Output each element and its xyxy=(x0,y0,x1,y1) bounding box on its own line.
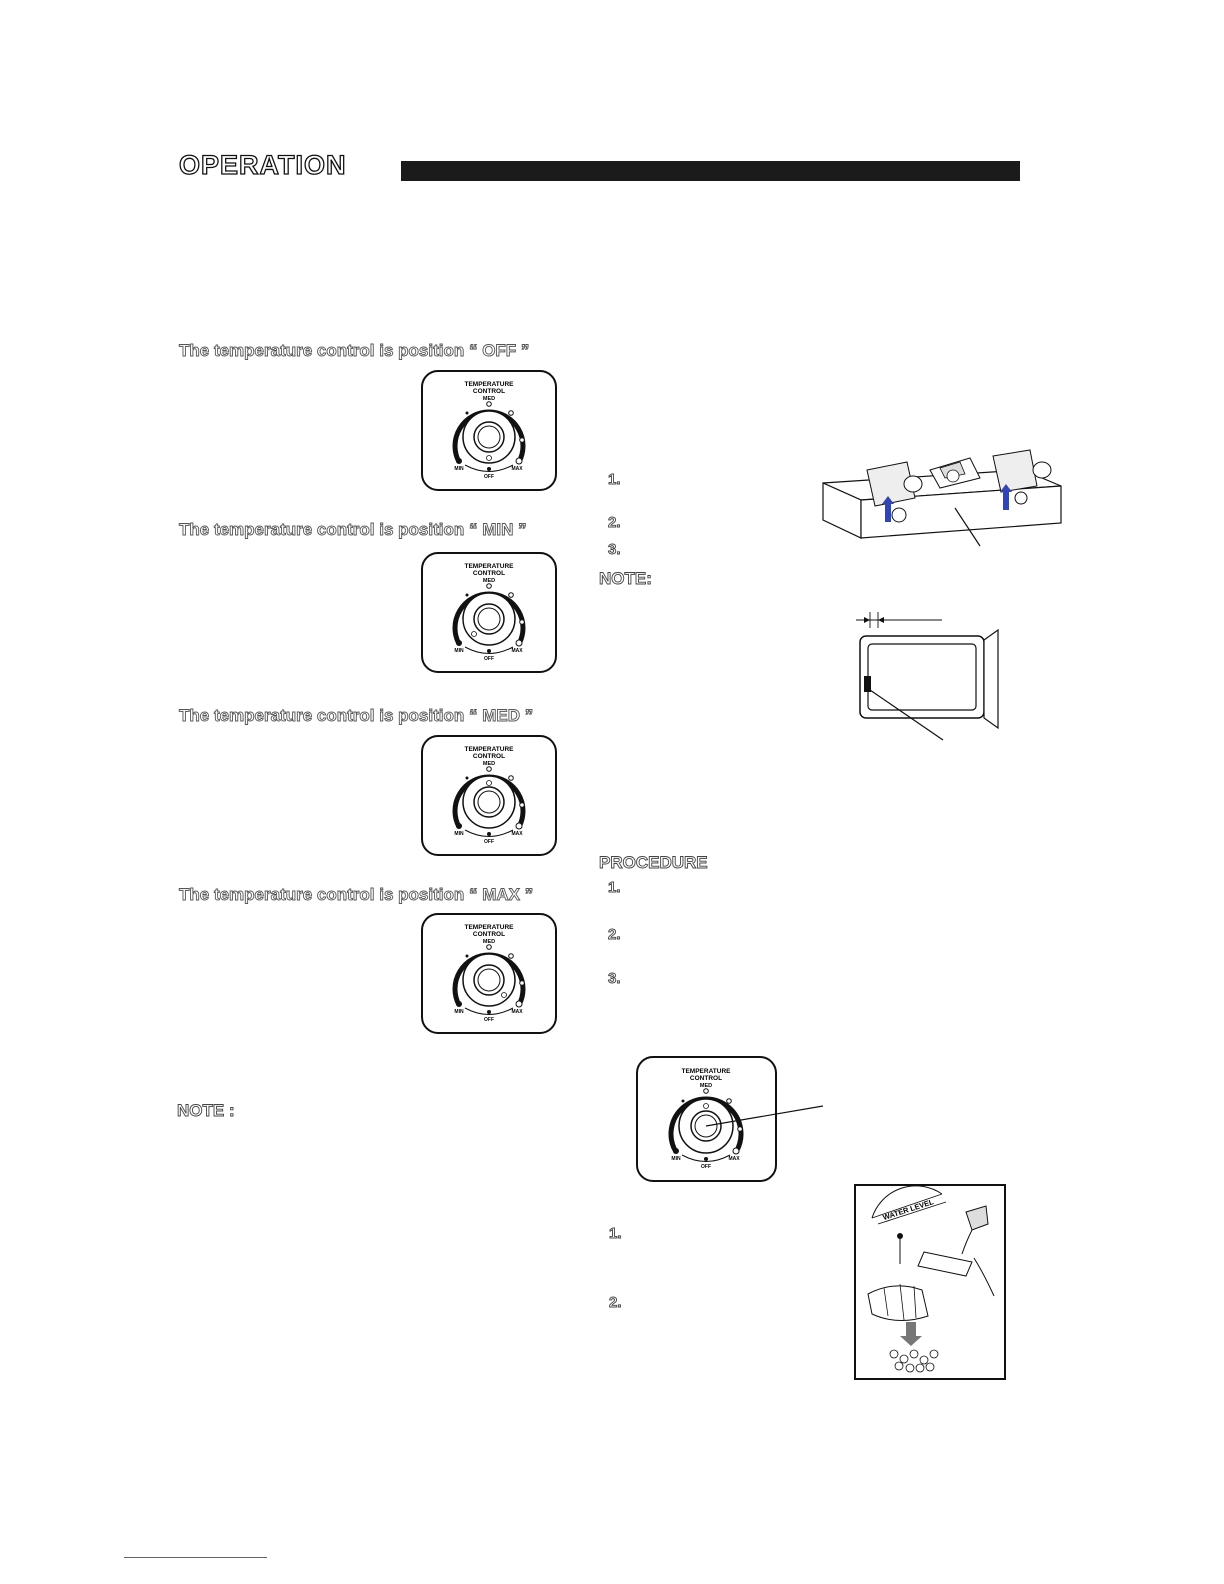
dial-label-temperature: TEMPERATURE xyxy=(682,1068,732,1075)
dial-label-off: OFF xyxy=(484,839,494,845)
dial-label-off: OFF xyxy=(701,1164,711,1170)
ice-tray-illustration: WATER LEVEL xyxy=(854,1184,1006,1385)
dial-label-off: OFF xyxy=(484,474,494,480)
dial-label-min: MIN xyxy=(454,466,464,472)
dial-label-max: MAX xyxy=(511,648,523,654)
dial-label-med: MED xyxy=(700,1083,712,1089)
footer-link-underline xyxy=(124,1557,267,1558)
drawer-illustration xyxy=(815,448,1070,558)
temperature-dial-max: TEMPERATURE CONTROL MED MIN MAX OFF xyxy=(421,913,557,1034)
dial-label-min: MIN xyxy=(454,1009,464,1015)
dial-label-control: CONTROL xyxy=(473,931,505,938)
caption-min: The temperature control is position “ MI… xyxy=(179,520,527,540)
step-a-3: 3. xyxy=(608,541,621,559)
dial-label-control: CONTROL xyxy=(473,570,505,577)
dial-label-med: MED xyxy=(483,578,495,584)
dial-label-control: CONTROL xyxy=(473,388,505,395)
dial-label-min: MIN xyxy=(454,648,464,654)
dial-label-off: OFF xyxy=(484,656,494,662)
temperature-dial-large: TEMPERATURE CONTROL MED MIN MAX OFF xyxy=(636,1056,831,1183)
dial-label-temperature: TEMPERATURE xyxy=(465,924,515,931)
note-label-left: NOTE : xyxy=(177,1101,236,1121)
dial-label-min: MIN xyxy=(454,831,464,837)
freezer-compartment-illustration xyxy=(848,610,1008,750)
dial-label-temperature: TEMPERATURE xyxy=(465,746,515,753)
step-b-3: 3. xyxy=(608,970,621,988)
note-label-right: NOTE: xyxy=(599,569,653,589)
dial-label-med: MED xyxy=(483,761,495,767)
dial-label-med: MED xyxy=(483,396,495,402)
dial-label-temperature: TEMPERATURE xyxy=(465,563,515,570)
temperature-dial-med: TEMPERATURE CONTROL MED MIN MAX OFF xyxy=(421,735,557,856)
procedure-heading: PROCEDURE xyxy=(599,853,709,873)
temperature-dial-min: TEMPERATURE CONTROL MED MIN MAX OFF xyxy=(421,552,557,673)
dial-label-med: MED xyxy=(483,939,495,945)
dial-label-min: MIN xyxy=(671,1156,681,1162)
step-a-1: 1. xyxy=(608,471,621,489)
step-a-2: 2. xyxy=(608,514,621,532)
caption-max: The temperature control is position “ MA… xyxy=(179,885,534,905)
dial-label-max: MAX xyxy=(728,1156,740,1162)
dial-label-max: MAX xyxy=(511,466,523,472)
step-b-1: 1. xyxy=(608,879,621,897)
step-b-2: 2. xyxy=(608,926,621,944)
caption-med: The temperature control is position “ ME… xyxy=(179,706,534,726)
step-c-1: 1. xyxy=(609,1225,622,1243)
dial-label-temperature: TEMPERATURE xyxy=(465,381,515,388)
dial-label-off: OFF xyxy=(484,1017,494,1023)
temperature-dial-off: TEMPERATURE CONTROL MED MIN MAX OFF xyxy=(421,370,557,491)
page-title: OPERATION xyxy=(178,149,347,180)
dial-label-control: CONTROL xyxy=(473,753,505,760)
dial-label-max: MAX xyxy=(511,1009,523,1015)
dial-label-max: MAX xyxy=(511,831,523,837)
step-c-2: 2. xyxy=(609,1294,622,1312)
caption-off: The temperature control is position “ OF… xyxy=(179,341,530,361)
header-bar xyxy=(401,161,1020,181)
dial-label-control: CONTROL xyxy=(690,1075,722,1082)
